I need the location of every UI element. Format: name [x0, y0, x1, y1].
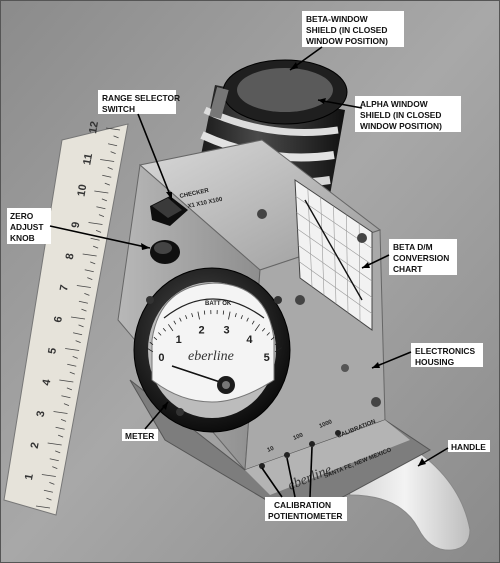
- meter-batt-ok: BATT OK: [205, 301, 232, 307]
- leader-arrowheads: [141, 62, 426, 466]
- cal-mark-1000: 1000: [319, 419, 334, 430]
- meter-scale-number: 1: [176, 334, 182, 346]
- label-beta-window-3: WINDOW POSITION): [306, 36, 388, 46]
- label-alpha-window-3: WINDOW POSITION): [360, 121, 442, 131]
- label-handle: HANDLE: [451, 442, 486, 452]
- ruler-ticks: [35, 127, 121, 509]
- label-meter: METER: [125, 431, 154, 441]
- ruler-number: 10: [75, 183, 89, 197]
- meter-brand: eberline: [188, 349, 234, 364]
- label-beta-chart-2: CONVERSION: [393, 253, 449, 263]
- meter-scale-number: 0: [158, 352, 164, 364]
- label-beta-window-1: BETA-WINDOW: [306, 14, 368, 24]
- meter-needle: [171, 365, 227, 385]
- meter-scale-number: 4: [246, 334, 253, 346]
- callout-labels: BETA-WINDOW SHIELD (IN CLOSED WINDOW POS…: [10, 14, 486, 521]
- ruler-number: 12: [87, 120, 101, 134]
- ruler-number: 8: [64, 252, 77, 260]
- meter-scale-number: 5: [264, 352, 270, 364]
- label-zero-adjust-1: ZERO: [10, 211, 34, 221]
- cal-mark-100: 100: [293, 432, 305, 442]
- label-electronics-2: HOUSING: [415, 357, 454, 367]
- label-zero-adjust-3: KNOB: [10, 233, 35, 243]
- ruler-number: 1: [23, 473, 36, 481]
- label-beta-window-2: SHIELD (IN CLOSED: [306, 25, 387, 35]
- label-zero-adjust-2: ADJUST: [10, 222, 44, 232]
- ruler-number: 2: [29, 441, 42, 449]
- zero-adjust-knob[interactable]: [150, 240, 180, 264]
- ruler-number: 5: [46, 347, 59, 355]
- meter-scale-numbers: 01 2 3 45: [158, 324, 269, 364]
- ruler-number: 9: [70, 221, 83, 229]
- label-calibration-1: CALIBRATION: [274, 500, 331, 510]
- label-electronics-1: ELECTRONICS: [415, 346, 475, 356]
- meter: 01 2 3 45 BATT OK eberline: [133, 267, 291, 433]
- label-range-selector-1: RANGE SELECTOR: [102, 93, 180, 103]
- beta-conversion-chart: [294, 179, 373, 331]
- label-beta-chart-3: CHART: [393, 264, 423, 274]
- label-beta-chart-1: BETA D/M: [393, 242, 433, 252]
- housing-screws: [257, 209, 381, 407]
- ruler-number: 3: [35, 410, 48, 418]
- label-calibration-2: POTIENTIOMETER: [268, 511, 342, 521]
- calibration-potentiometers[interactable]: [259, 430, 341, 469]
- label-alpha-window-2: SHIELD (IN CLOSED: [360, 110, 441, 120]
- meter-scale-number: 3: [223, 324, 229, 336]
- ruler-number: 6: [52, 315, 65, 323]
- range-selector-knob[interactable]: [150, 196, 188, 226]
- ruler-number: 7: [58, 284, 71, 292]
- cal-mark-10: 10: [267, 446, 276, 454]
- leader-lines: [49, 46, 449, 498]
- ruler-number: 11: [81, 152, 95, 166]
- ruler-number: 4: [40, 378, 53, 387]
- label-range-selector-2: SWITCH: [102, 104, 135, 114]
- label-backgrounds: [7, 11, 490, 521]
- meter-scale-number: 2: [199, 324, 205, 336]
- meter-scale-ticks: [145, 310, 283, 353]
- label-alpha-window-1: ALPHA WINDOW: [360, 99, 428, 109]
